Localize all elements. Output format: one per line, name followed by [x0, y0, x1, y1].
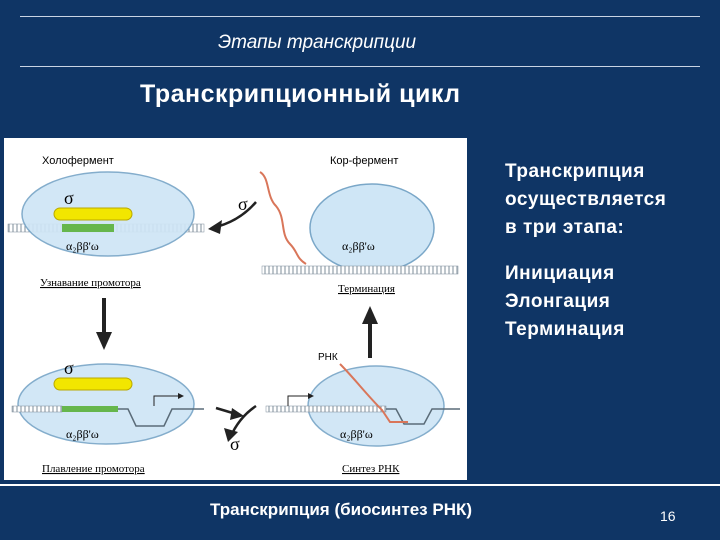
promoter-1 [62, 224, 114, 232]
down-arrow-head [96, 332, 112, 350]
rna-label: РНК [318, 352, 338, 363]
stage-termination: Терминация [505, 319, 625, 340]
transcription-cycle-diagram: Холофермент σ α₂ββ'ω Узнавание промотора… [4, 138, 467, 480]
transcription-bubble [386, 408, 460, 425]
sigma-symbol-free-1: σ [238, 194, 248, 214]
footer-divider [0, 484, 720, 486]
sigma-symbol-free-2: σ [230, 434, 240, 454]
subunits-2: α₂ββ'ω [342, 239, 375, 253]
sigma-factor-2 [53, 377, 133, 391]
start-site-arrow-1 [153, 395, 178, 406]
stage-initiation: Инициация [505, 263, 615, 284]
side-intro-line-1: Транскрипция [505, 161, 645, 182]
subunits-4: α₂ββ'ω [340, 427, 373, 441]
start-site-arrow-2 [287, 395, 308, 406]
top-divider [20, 16, 700, 17]
start-site-arrowhead-1 [178, 393, 184, 399]
stages-list: Инициация Элонгация Терминация [505, 260, 625, 344]
sigma-release-arrowhead-2 [230, 408, 244, 420]
stage-elongation: Элонгация [505, 291, 611, 312]
sigma-binding-arrowhead [208, 220, 222, 234]
promoter-melting-label: Плавление промотора [42, 463, 145, 475]
slide-subtitle: Этапы транскрипции [218, 32, 417, 53]
holoenzyme-label: Холофермент [42, 155, 114, 167]
footer-text: Транскрипция (биосинтез РНК) [210, 500, 473, 519]
rna-synthesis-label: Синтез РНК [342, 463, 400, 475]
termination-label: Терминация [338, 283, 395, 295]
core-enzyme-label: Кор-фермент [330, 155, 398, 167]
side-intro-line-3: в три этапа: [505, 217, 625, 238]
released-rna [259, 171, 307, 265]
dna-strand-4 [265, 405, 387, 413]
side-intro-line-2: осуществляется [505, 189, 667, 210]
start-site-arrowhead-2 [308, 393, 314, 399]
sigma-release-arrowhead [224, 428, 238, 442]
page-number: 16 [660, 508, 676, 524]
melted-bubble [118, 408, 204, 427]
side-intro-text: Транскрипция осуществляется в три этапа: [505, 158, 666, 242]
promoter-2 [62, 406, 118, 412]
slide-title: Транскрипционный цикл [140, 80, 461, 108]
up-arrow-head [362, 306, 378, 324]
up-arrow-shaft [368, 322, 372, 358]
sigma-factor-1 [53, 207, 133, 221]
dna-strand-3a [11, 405, 63, 413]
dna-strand-2 [261, 265, 459, 275]
nascent-rna [339, 363, 408, 423]
down-arrow-shaft [102, 298, 106, 334]
sigma-symbol-2: σ [64, 358, 74, 378]
holoenzyme-2 [17, 363, 195, 445]
subtitle-divider [20, 66, 700, 67]
subunits-3: α₂ββ'ω [66, 427, 99, 441]
core-enzyme-1 [309, 183, 435, 273]
sigma-symbol-1: σ [64, 188, 74, 208]
subunits-1: α₂ββ'ω [66, 239, 99, 253]
promoter-recognition-label: Узнавание промотора [40, 277, 141, 289]
